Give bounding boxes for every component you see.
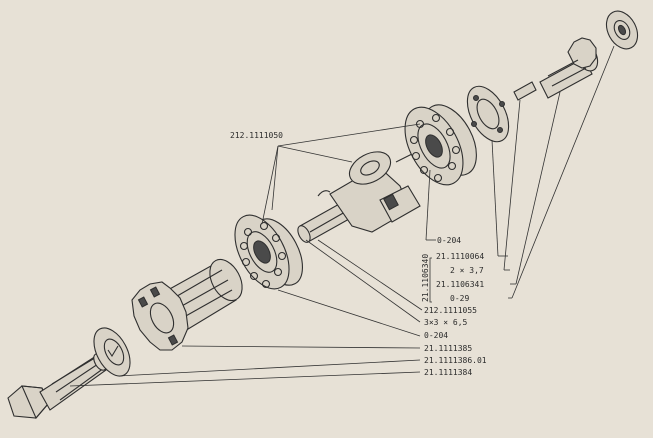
label-pin-size: 2 × 3,7 [450, 266, 484, 275]
label-bearing-left: 0-204 [424, 331, 449, 340]
label-hub-code: 21.1111385 [424, 344, 473, 353]
label-washer-code: 21.1111386.01 [424, 356, 487, 365]
label-bearing-right: 0-204 [437, 236, 462, 245]
label-bracket-code: 21.1106340 [421, 253, 430, 302]
label-washer-size: 3×3 × 6,5 [424, 318, 468, 327]
pin [513, 81, 537, 101]
drive-shaft-gear [539, 37, 599, 99]
retainer-plate [466, 85, 510, 143]
washer [93, 327, 131, 377]
ball-bearing-right [404, 104, 477, 186]
eccentric-body [317, 151, 421, 233]
leader-lines [69, 45, 615, 387]
splined-hub [131, 258, 243, 351]
label-retainer-code: 21.1110064 [436, 252, 485, 261]
ball-bearing-left [234, 214, 303, 290]
label-bearing-assembly: 212.1111050 [230, 131, 283, 140]
label-seal: 0-29 [450, 294, 470, 303]
label-bolt-code: 21.1111384 [424, 368, 473, 377]
label-shaft-code: 21.1106341 [436, 280, 485, 289]
label-splined-shaft: 212.1111055 [424, 306, 477, 315]
seal-ring [605, 10, 639, 50]
